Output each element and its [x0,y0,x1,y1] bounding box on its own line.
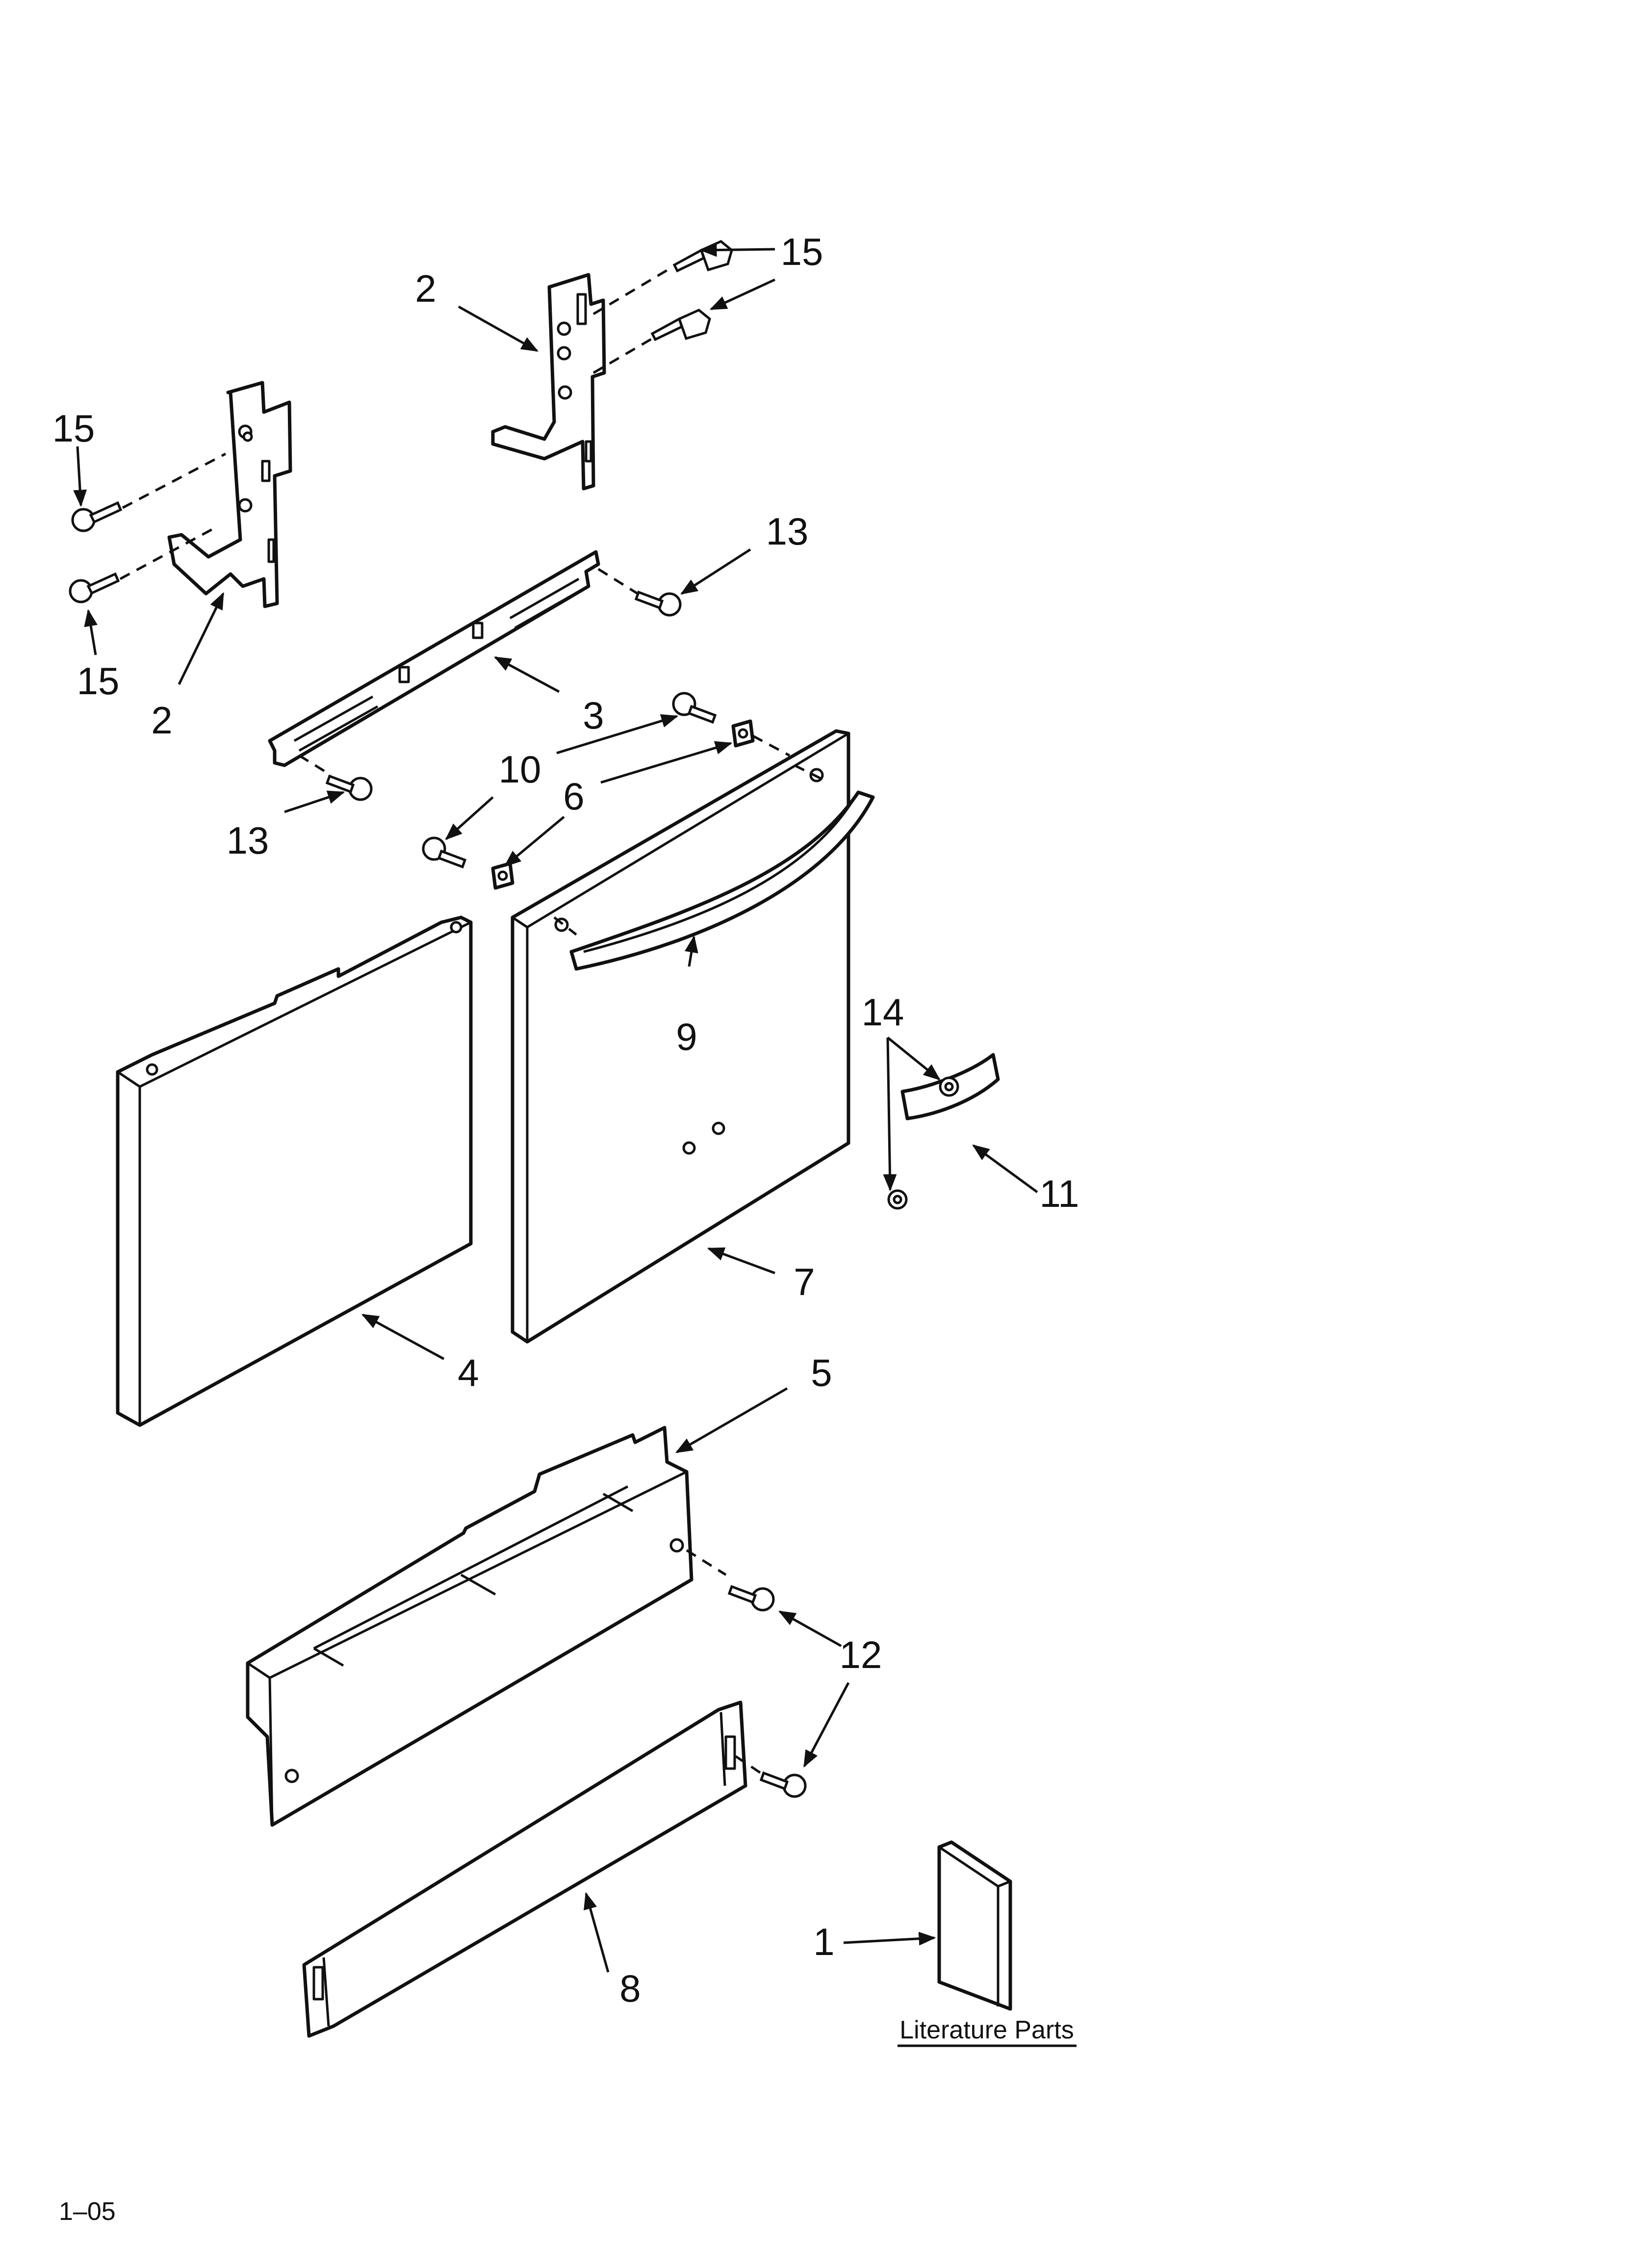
callout-15: 15 [781,230,823,273]
callout-5: 5 [811,1351,832,1394]
right-mounting-bracket [491,273,606,491]
screw-icon [71,501,123,532]
callout-15: 15 [77,659,120,703]
screw-icon [759,1771,807,1798]
screw-icon [650,309,711,341]
left-mounting-bracket [167,381,292,608]
screw-icon [69,572,120,603]
side-panel [116,915,473,1427]
nut-icon [939,1076,959,1097]
toe-panel [246,1426,693,1827]
spacer [731,719,755,748]
nut-icon [887,1189,908,1210]
callout-8: 8 [619,1967,641,2010]
callout-14: 14 [862,991,904,1034]
callout-9: 9 [676,1015,697,1058]
callout-3: 3 [583,694,604,737]
spacer [491,861,514,890]
callout-labels: 15 2 15 15 2 13 3 10 6 13 9 14 11 7 4 5 … [52,230,1079,2010]
callout-13: 13 [766,510,809,553]
callout-10: 10 [499,748,541,791]
top-rail [268,550,600,767]
callout-15: 15 [52,407,95,450]
screw-icon [672,692,717,724]
callout-7: 7 [794,1260,815,1303]
callout-11: 11 [1040,1172,1079,1215]
callout-12: 12 [840,1633,882,1676]
callout-2: 2 [151,699,172,742]
screw-icon [325,774,373,801]
screw-icon [727,1585,775,1612]
lower-rail [302,1700,747,2038]
callout-2: 2 [415,267,436,310]
callout-13: 13 [227,819,269,862]
screw-icon [672,240,733,273]
callout-1: 1 [813,1920,834,1963]
callout-6: 6 [563,775,584,818]
page-code: 1–05 [59,2197,116,2226]
callout-4: 4 [458,1351,479,1394]
screw-icon [634,590,682,617]
literature-parts-label: Literature Parts [899,2016,1074,2044]
literature-booklet [937,1840,1012,2011]
screw-icon [422,836,467,869]
